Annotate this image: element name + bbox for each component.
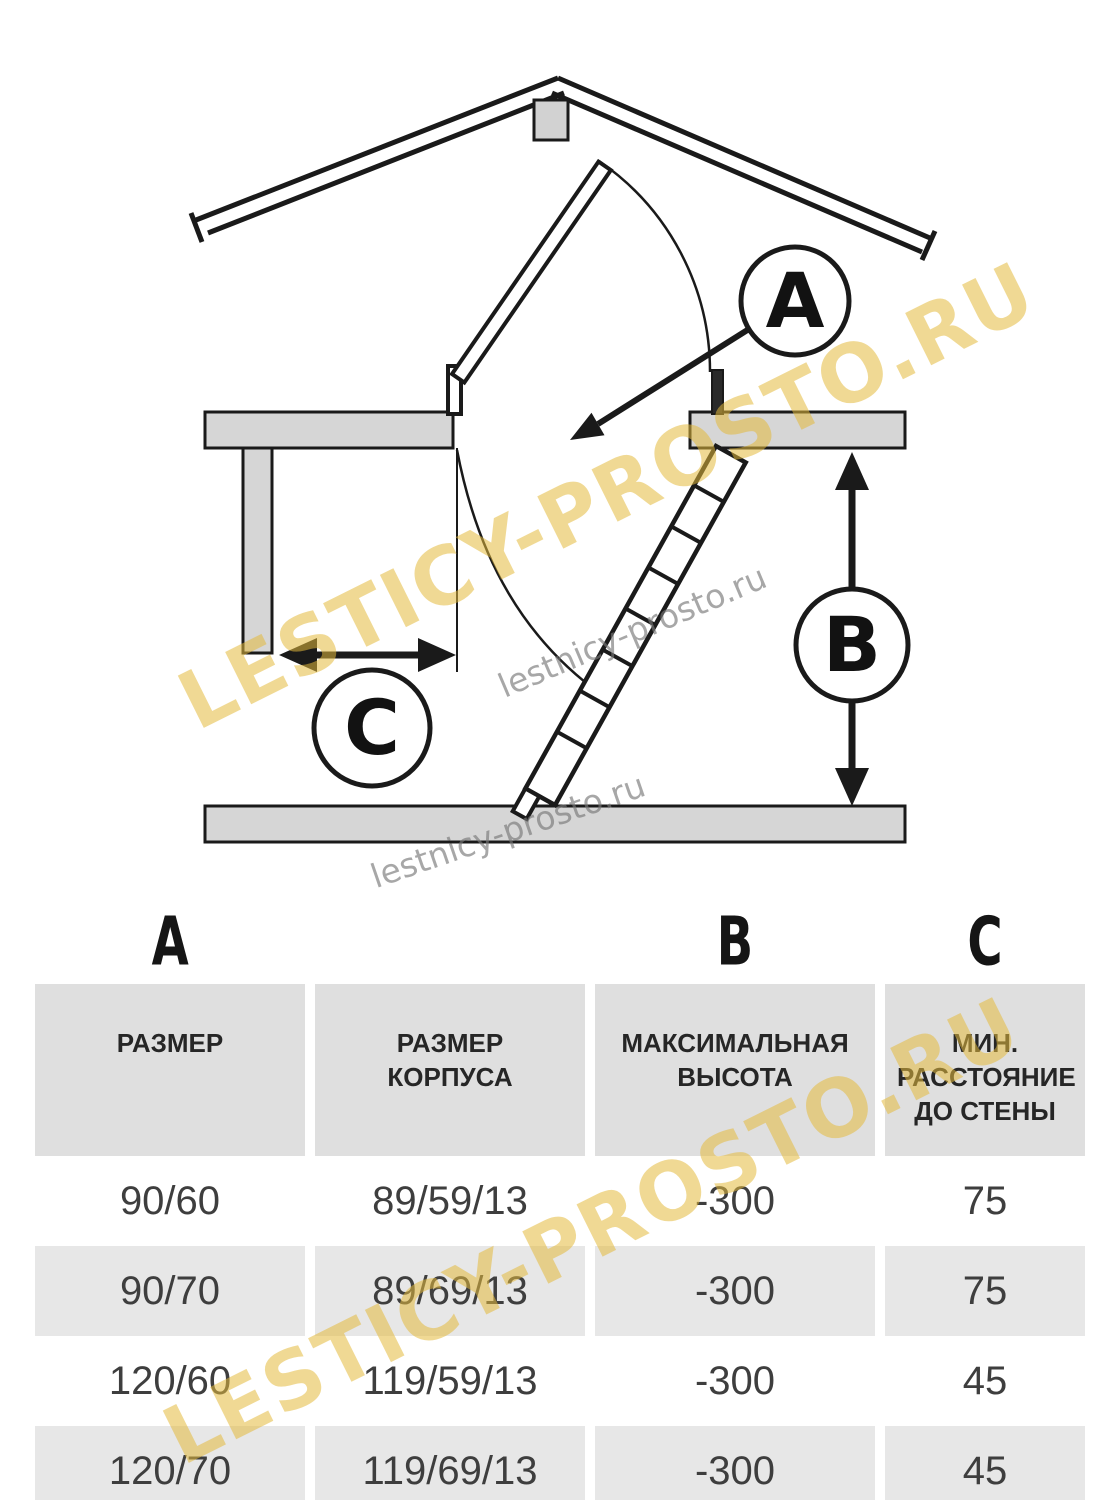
table-header-row: РАЗМЕР РАЗМЕР КОРПУСА МАКСИМАЛЬНАЯ ВЫСОТ… bbox=[35, 984, 1085, 1156]
attic-floor bbox=[203, 410, 907, 450]
height-arrow-up bbox=[835, 452, 869, 490]
cell-size: 90/70 bbox=[35, 1246, 305, 1336]
cell-min-distance: 75 bbox=[885, 1246, 1085, 1336]
column-letter-b-cell: B bbox=[595, 903, 875, 981]
header-max-height: МАКСИМАЛЬНАЯ ВЫСОТА bbox=[595, 984, 875, 1156]
cell-min-distance: 75 bbox=[885, 1156, 1085, 1246]
callout-c: C bbox=[279, 638, 456, 789]
ground-floor bbox=[203, 804, 907, 844]
callout-a-arrow-shaft bbox=[596, 326, 751, 427]
cell-body-size: 119/69/13 bbox=[315, 1426, 585, 1500]
cell-body-size: 89/69/13 bbox=[315, 1246, 585, 1336]
hatch-lid bbox=[449, 158, 614, 386]
table-row: 120/60 119/59/13 -300 45 bbox=[35, 1336, 1085, 1426]
cell-body-size: 119/59/13 bbox=[315, 1336, 585, 1426]
chimney bbox=[532, 98, 570, 142]
callout-c-letter: C bbox=[344, 683, 400, 772]
ladder bbox=[509, 442, 749, 822]
cell-body-size: 89/59/13 bbox=[315, 1156, 585, 1246]
cell-size: 120/70 bbox=[35, 1426, 305, 1500]
column-letters-row: A B C bbox=[35, 900, 1085, 984]
header-body-size: РАЗМЕР КОРПУСА bbox=[315, 984, 585, 1156]
header-size: РАЗМЕР bbox=[35, 984, 305, 1156]
column-letter-c-cell: C bbox=[885, 903, 1085, 981]
header-min-distance: МИН. РАССТОЯНИЕ ДО СТЕНЫ bbox=[885, 984, 1085, 1156]
callout-c-circle bbox=[311, 667, 433, 789]
callout-a-arrowhead bbox=[570, 412, 605, 440]
column-letter-b: B bbox=[716, 902, 754, 982]
spec-table: A B C РАЗМЕР РАЗМЕР КОРПУСА МАКСИМАЛЬНАЯ… bbox=[35, 900, 1085, 1500]
table-row: 90/70 89/69/13 -300 75 bbox=[35, 1246, 1085, 1336]
column-letter-a-cell: A bbox=[35, 903, 305, 981]
table-row: 120/70 119/69/13 -300 45 bbox=[35, 1426, 1085, 1500]
column-letter-c: C bbox=[967, 902, 1003, 982]
cell-min-distance: 45 bbox=[885, 1336, 1085, 1426]
ladder-swing-arc bbox=[455, 449, 603, 697]
callout-b: B bbox=[793, 452, 911, 806]
column-letter-a: A bbox=[151, 902, 189, 982]
callout-a: A bbox=[570, 244, 852, 440]
lid-swing-arc bbox=[598, 159, 712, 373]
distance-arrow-right bbox=[418, 638, 456, 672]
callout-a-letter: A bbox=[766, 256, 825, 345]
callout-b-letter: B bbox=[823, 600, 881, 689]
roof bbox=[188, 75, 938, 262]
cell-min-distance: 45 bbox=[885, 1426, 1085, 1500]
wall-segment bbox=[241, 446, 274, 655]
hatch-frame-right bbox=[711, 369, 724, 415]
cell-max-height: -300 bbox=[595, 1156, 875, 1246]
distance-arrow-left bbox=[279, 638, 317, 672]
callout-a-circle bbox=[738, 244, 852, 358]
cell-max-height: -300 bbox=[595, 1246, 875, 1336]
table-row: 90/60 89/59/13 -300 75 bbox=[35, 1156, 1085, 1246]
cell-size: 90/60 bbox=[35, 1156, 305, 1246]
cell-max-height: -300 bbox=[595, 1336, 875, 1426]
cell-max-height: -300 bbox=[595, 1426, 875, 1500]
attic-ladder-diagram: A B C bbox=[188, 75, 938, 844]
callout-b-circle bbox=[793, 586, 911, 704]
height-arrow-down bbox=[835, 768, 869, 806]
cell-size: 120/60 bbox=[35, 1336, 305, 1426]
